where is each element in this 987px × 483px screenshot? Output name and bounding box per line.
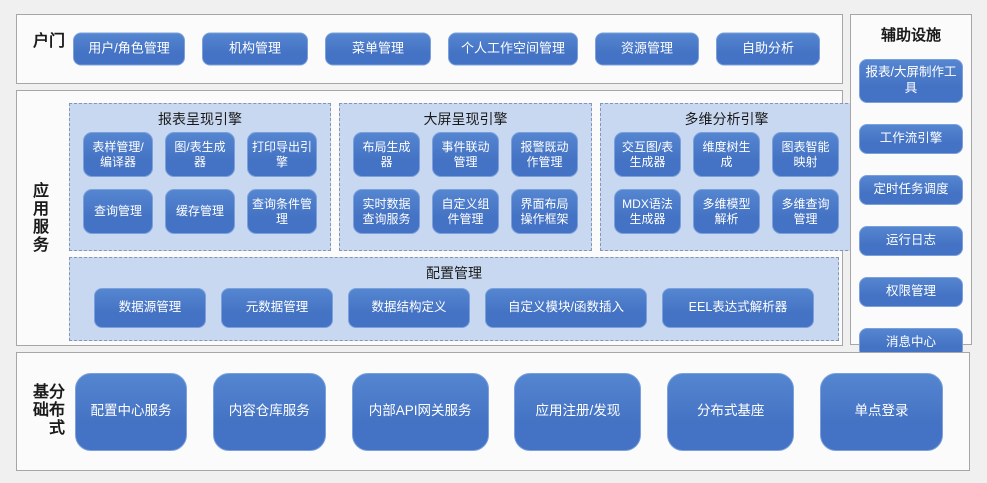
node-cache-management: 缓存管理: [165, 189, 235, 234]
auxiliary-node-column: 报表/大屏制作工具 工作流引擎 定时任务调度 运行日志 权限管理 消息中心: [859, 59, 963, 358]
node-scheduled-task-scheduler: 定时任务调度: [859, 175, 963, 205]
bigscreen-engine-panel: 大屏呈现引擎 布局生成器 事件联动管理 报警既动作管理 实时数据查询服务 自定义…: [339, 103, 592, 251]
node-datasource-management: 数据源管理: [94, 288, 206, 328]
olap-engine-panel: 多维分析引擎 交互图/表生成器 维度树生成 图表智能映射 MDX语法生成器 多维…: [600, 103, 853, 251]
node-layout-generator: 布局生成器: [353, 132, 420, 177]
node-personal-workspace-management: 个人工作空间管理: [448, 32, 578, 66]
node-menu-management: 菜单管理: [325, 32, 431, 66]
node-realtime-data-query-service: 实时数据查询服务: [353, 189, 420, 234]
node-print-export-engine: 打印导出引擎: [247, 132, 317, 177]
app-services-section-label: 应用服务: [30, 182, 47, 254]
node-content-repo-service: 内容仓库服务: [212, 372, 326, 451]
node-event-linkage-management: 事件联动管理: [432, 132, 499, 177]
bigscreen-engine-panel-title: 大屏呈现引擎: [423, 111, 508, 127]
node-custom-component-management: 自定义组件管理: [432, 189, 499, 234]
node-multidim-query-management: 多维查询管理: [772, 189, 839, 234]
node-mdx-syntax-generator: MDX语法生成器: [614, 189, 681, 234]
auxiliary-section: 辅助设施 报表/大屏制作工具 工作流引擎 定时任务调度 运行日志 权限管理 消息…: [850, 14, 972, 358]
node-data-structure-definition: 数据结构定义: [348, 288, 470, 328]
node-config-center-service: 配置中心服务: [75, 372, 187, 451]
bigscreen-engine-grid: 布局生成器 事件联动管理 报警既动作管理 实时数据查询服务 自定义组件管理 界面…: [340, 130, 591, 246]
portal-section: 门户 用户/角色管理 机构管理 菜单管理 个人工作空间管理 资源管理 自助分析: [16, 14, 843, 84]
node-chart-table-generator: 图/表生成器: [165, 132, 235, 177]
auxiliary-section-label: 辅助设施: [880, 27, 941, 44]
distributed-base-section: 分布式基础 配置中心服务 内容仓库服务 内部API网关服务 应用注册/发现 分布…: [16, 352, 970, 471]
node-self-service-analysis: 自助分析: [716, 32, 820, 66]
node-custom-module-function-insert: 自定义模块/函数插入: [485, 288, 647, 328]
olap-engine-panel-title: 多维分析引擎: [684, 111, 769, 127]
report-engine-panel: 报表呈现引擎 表样管理/编译器 图/表生成器 打印导出引擎 查询管理 缓存管理 …: [69, 103, 331, 251]
report-engine-grid: 表样管理/编译器 图/表生成器 打印导出引擎 查询管理 缓存管理 查询条件管理: [70, 130, 330, 246]
node-style-management-compiler: 表样管理/编译器: [83, 132, 153, 177]
node-org-management: 机构管理: [202, 32, 308, 66]
node-run-log: 运行日志: [859, 226, 963, 256]
config-management-row: 数据源管理 元数据管理 数据结构定义 自定义模块/函数插入 EEL表达式解析器: [94, 288, 814, 328]
config-management-panel-title: 配置管理: [426, 265, 482, 281]
node-interactive-chart-table-generator: 交互图/表生成器: [614, 132, 681, 177]
node-report-bigscreen-authoring-tool: 报表/大屏制作工具: [859, 59, 963, 103]
node-app-register-discovery: 应用注册/发现: [514, 372, 642, 451]
node-workflow-engine: 工作流引擎: [859, 124, 963, 154]
node-query-management: 查询管理: [83, 189, 153, 234]
node-resource-management: 资源管理: [595, 32, 699, 66]
engine-panels-row: 报表呈现引擎 表样管理/编译器 图/表生成器 打印导出引擎 查询管理 缓存管理 …: [69, 103, 853, 251]
node-eel-expression-parser: EEL表达式解析器: [662, 288, 814, 328]
node-distributed-base: 分布式基座: [667, 372, 795, 451]
portal-section-label: 门户: [30, 32, 63, 50]
node-alarm-action-management: 报警既动作管理: [511, 132, 578, 177]
node-permission-management: 权限管理: [859, 277, 963, 307]
distributed-node-row: 配置中心服务 内容仓库服务 内部API网关服务 应用注册/发现 分布式基座 单点…: [75, 372, 943, 451]
olap-engine-grid: 交互图/表生成器 维度树生成 图表智能映射 MDX语法生成器 多维模型解析 多维…: [601, 130, 852, 246]
node-single-sign-on: 单点登录: [819, 372, 943, 451]
node-metadata-management: 元数据管理: [221, 288, 333, 328]
portal-node-row: 用户/角色管理 机构管理 菜单管理 个人工作空间管理 资源管理 自助分析: [73, 32, 820, 66]
report-engine-panel-title: 报表呈现引擎: [158, 111, 242, 127]
node-user-role-management: 用户/角色管理: [73, 32, 185, 66]
node-multidim-model-parsing: 多维模型解析: [693, 189, 760, 234]
node-query-condition-management: 查询条件管理: [247, 189, 317, 234]
distributed-base-section-label: 分布式基础: [30, 382, 63, 437]
node-internal-api-gateway-service: 内部API网关服务: [351, 372, 489, 451]
node-ui-layout-operation-framework: 界面布局操作框架: [511, 189, 578, 234]
node-chart-smart-mapping: 图表智能映射: [772, 132, 839, 177]
config-management-panel: 配置管理 数据源管理 元数据管理 数据结构定义 自定义模块/函数插入 EEL表达…: [69, 257, 839, 341]
app-services-section: 应用服务 报表呈现引擎 表样管理/编译器 图/表生成器 打印导出引擎 查询管理 …: [16, 90, 853, 346]
node-dimension-tree-generation: 维度树生成: [693, 132, 760, 177]
